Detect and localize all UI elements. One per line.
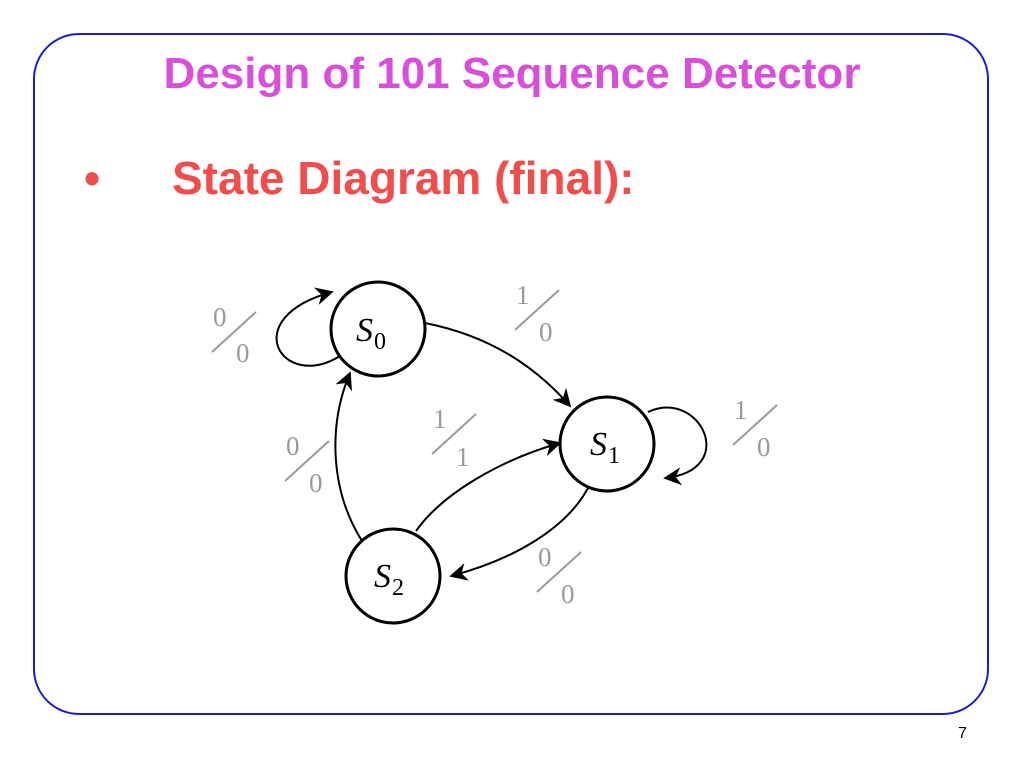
bullet-text: State Diagram (final):	[172, 152, 635, 204]
label-s1-self: 1 0	[732, 395, 778, 462]
state-s0-base: S	[356, 312, 373, 349]
page-number: 7	[958, 725, 967, 742]
state-s2: S2	[344, 527, 442, 625]
label-s2-s1-input: 1	[433, 404, 447, 434]
label-s0-self: 0 0	[211, 302, 257, 368]
bullet-marker: •	[84, 152, 101, 204]
edge-s1-self	[647, 406, 708, 486]
label-s0-self-output: 0	[236, 338, 250, 368]
label-s1-s2-input: 0	[538, 542, 552, 572]
label-s2-s1-output: 1	[456, 442, 470, 472]
label-s0-s1: 1 0	[514, 280, 560, 347]
edge-s2-s0	[334, 371, 363, 542]
label-s2-s0: 0 0	[284, 431, 330, 498]
svg-text:S0: S0	[356, 312, 386, 355]
state-s1-sub: 1	[608, 443, 620, 469]
label-s2-s1: 1 1	[431, 404, 477, 472]
label-s2-s0-output: 0	[309, 468, 323, 498]
edge-s0-s1	[424, 322, 572, 408]
state-s2-base: S	[374, 558, 391, 595]
state-s1-base: S	[590, 426, 607, 463]
label-s0-s1-output: 0	[539, 317, 553, 347]
slide-title: Design of 101 Sequence Detector	[163, 49, 861, 98]
state-s1: S1	[558, 395, 656, 493]
label-s1-self-input: 1	[734, 395, 748, 425]
edge-s1-s2	[449, 481, 592, 581]
label-s2-s0-input: 0	[286, 431, 300, 461]
label-s0-s1-input: 1	[516, 280, 530, 310]
state-s0-sub: 0	[374, 329, 386, 355]
label-s0-self-input: 0	[213, 302, 227, 332]
slide-frame	[33, 33, 989, 715]
label-s1-s2-output: 0	[561, 579, 575, 609]
label-s1-self-output: 0	[757, 432, 771, 462]
edge-s2-s1	[415, 438, 562, 532]
edge-s0-self	[275, 287, 341, 367]
state-s0: S0	[329, 280, 427, 378]
svg-text:S2: S2	[374, 558, 404, 601]
label-s1-s2: 0 0	[536, 542, 582, 609]
state-s2-sub: 2	[392, 575, 404, 601]
svg-text:S1: S1	[590, 426, 620, 469]
